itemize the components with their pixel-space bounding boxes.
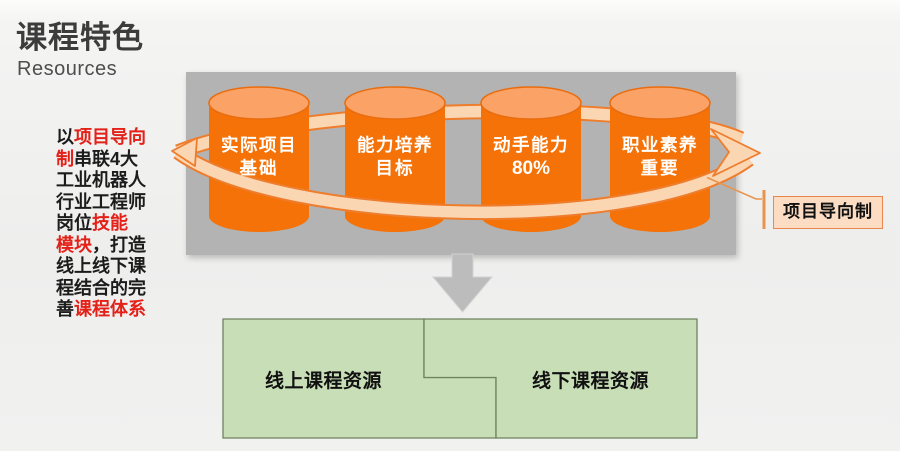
- intro-line: 制串联4大: [56, 148, 139, 169]
- resource-label-online: 线上课程资源: [264, 371, 382, 392]
- intro-line: 工业机器人: [56, 170, 146, 190]
- cylinder-top: [208, 86, 310, 120]
- cylinder-top: [480, 86, 582, 120]
- resource-piece-offline: [423, 318, 698, 439]
- cylinder-label-ability-goal: 能力培养 目标: [357, 135, 433, 178]
- intro-line: 行业工程师: [56, 191, 146, 212]
- intro-line: 模块，打造: [56, 234, 146, 255]
- intro-line: 线上线下课: [56, 256, 146, 276]
- cylinder-body: [481, 103, 581, 232]
- page-subtitle: Resources: [17, 58, 118, 80]
- callout-connector-line: [706, 176, 762, 200]
- cylinder-label-project-foundation: 实际项目 基础: [221, 135, 297, 178]
- page-title: 课程特色: [16, 20, 144, 55]
- intro-line: 以项目导向: [56, 127, 146, 147]
- callout-label-box: 项目导向制: [773, 196, 883, 229]
- down-arrow-icon: [431, 253, 494, 313]
- resource-label-offline: 线下课程资源: [531, 371, 649, 392]
- intro-line: 程结合的完: [56, 277, 146, 298]
- orbit-ring-arrowhead-icon: [710, 128, 761, 177]
- orbit-ring-left-tip: [171, 137, 198, 167]
- cylinder-hands-on: [480, 86, 582, 232]
- orbit-ring-lower-band: [174, 147, 753, 219]
- intro-line: 善课程体系: [56, 299, 146, 319]
- intro-line: 岗位技能: [56, 213, 128, 233]
- intro-paragraph: 以项目导向 制串联4大 工业机器人 行业工程师 岗位技能 模块，打造 线上线下课…: [56, 127, 168, 321]
- cylinder-label-hands-on: 动手能力 80%: [493, 135, 569, 179]
- cylinder-top: [609, 86, 711, 120]
- cylinder-label-professionalism: 职业素养 重要: [622, 135, 698, 178]
- cylinder-top: [344, 86, 446, 120]
- callout-tick-bar: [762, 190, 766, 229]
